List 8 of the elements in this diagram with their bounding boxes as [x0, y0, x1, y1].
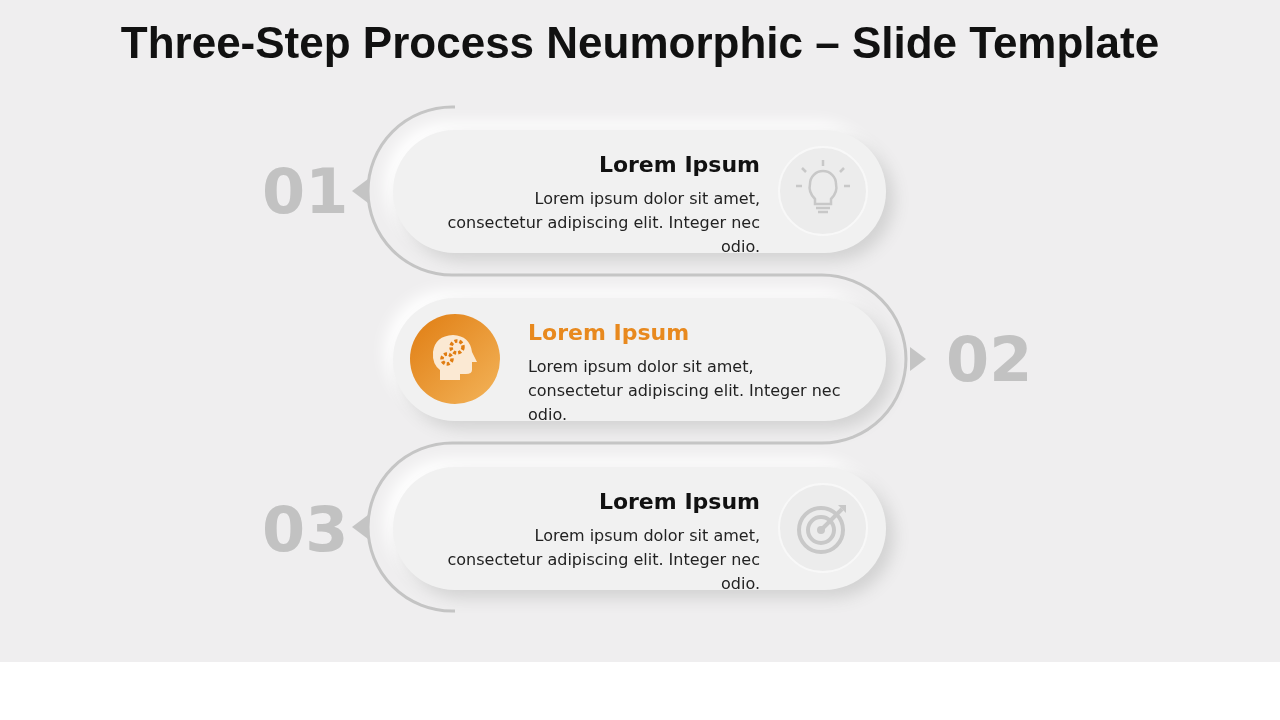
step-description: Lorem ipsum dolor sit amet, consectetur adipiscing elit. Integer nec odio.	[528, 356, 842, 426]
step-heading: Lorem Ipsum	[598, 489, 760, 514]
step-heading: Lorem Ipsum	[528, 320, 690, 345]
step-heading: Lorem Ipsum	[598, 152, 760, 177]
slide-title: Three-Step Process Neumorphic – Slide Template	[119, 18, 1161, 68]
step-description: Lorem ipsum dolor sit amet, consectetur adipiscing elit. Integer nec odio.	[446, 188, 760, 258]
step-pill	[393, 298, 886, 421]
step-description: Lorem ipsum dolor sit amet, consectetur adipiscing elit. Integer nec odio.	[446, 525, 760, 595]
